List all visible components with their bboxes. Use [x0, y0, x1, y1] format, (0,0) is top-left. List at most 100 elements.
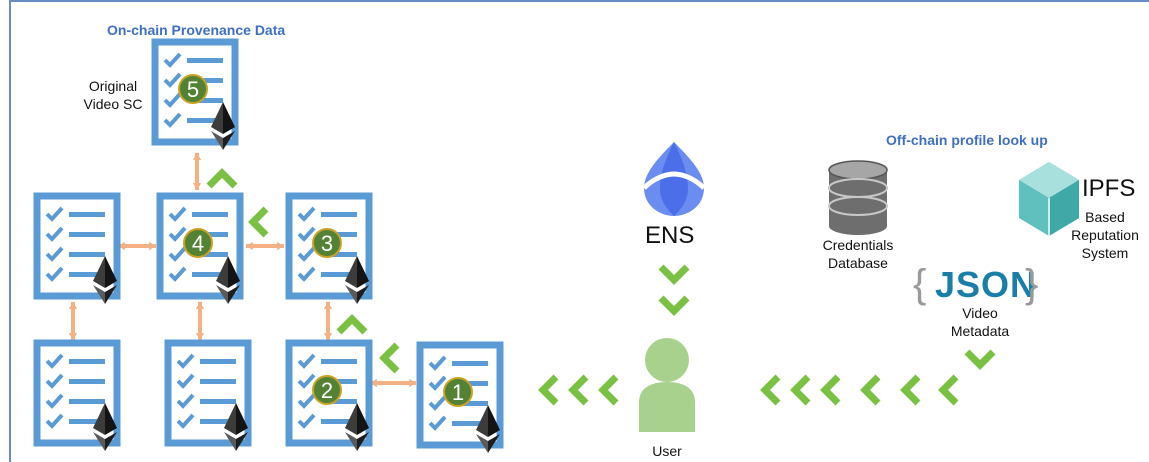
check-icon	[45, 393, 64, 409]
list-line	[187, 98, 223, 103]
chevron-icon	[964, 349, 996, 370]
offchain-heading: Off-chain profile look up	[886, 132, 1048, 148]
check-icon	[45, 413, 64, 429]
onchain-heading: On-chain Provenance Data	[107, 22, 286, 38]
chevron-icon	[336, 314, 368, 335]
list-line	[321, 272, 357, 277]
chevron-icon	[206, 168, 238, 189]
connector-arrow	[195, 302, 205, 340]
check-icon	[297, 246, 316, 262]
list-line	[192, 252, 228, 257]
check-icon	[45, 373, 64, 389]
badge-1: 1	[443, 377, 473, 407]
chevron-icon	[379, 342, 400, 374]
credentials-label: Credentials Database	[822, 237, 894, 271]
check-icon	[163, 92, 182, 108]
list-line	[192, 272, 228, 277]
list-line	[200, 419, 236, 424]
check-icon	[297, 206, 316, 222]
list-line	[200, 379, 236, 384]
smart-contract-sc1: 1	[416, 341, 504, 453]
list-line	[69, 212, 105, 217]
list-line	[187, 118, 223, 123]
smart-contract-group: 5 4 3 2 1	[33, 38, 504, 453]
list-line	[321, 419, 357, 424]
connector-arrow	[246, 241, 284, 251]
original-video-label: Original Video SC	[83, 78, 143, 112]
list-line	[69, 419, 105, 424]
badge-5: 5	[178, 74, 208, 104]
check-icon	[428, 395, 447, 411]
check-icon	[45, 353, 64, 369]
check-icon	[45, 226, 64, 242]
badge-4: 4	[183, 228, 213, 258]
check-icon	[168, 226, 187, 242]
check-icon	[176, 353, 195, 369]
smart-contract-sc2: 2	[285, 339, 373, 451]
check-icon	[168, 206, 187, 222]
smart-contract-sc4: 4	[156, 192, 244, 304]
check-icon	[163, 52, 182, 68]
chevron-icon	[658, 264, 690, 285]
list-line	[187, 58, 223, 63]
reputation-label: Based Reputation System	[1071, 209, 1139, 261]
json-close-brace: }	[1025, 262, 1039, 306]
connector-arrow	[68, 302, 78, 340]
check-icon	[163, 112, 182, 128]
check-icon	[176, 413, 195, 429]
check-icon	[163, 72, 182, 88]
check-icon	[297, 353, 316, 369]
badge-number: 1	[452, 380, 464, 405]
chevron-icon	[658, 295, 690, 316]
chevron-icon	[938, 374, 959, 406]
badge-number: 3	[321, 231, 333, 256]
list-line	[69, 379, 105, 384]
chevron-icon	[900, 374, 921, 406]
check-icon	[297, 266, 316, 282]
check-icon	[428, 355, 447, 371]
check-icon	[168, 266, 187, 282]
list-line	[200, 399, 236, 404]
smart-contract-sc-left-top	[33, 192, 121, 304]
list-line	[192, 212, 228, 217]
check-icon	[297, 226, 316, 242]
badge-number: 5	[187, 77, 199, 102]
connector-arrow	[192, 153, 202, 190]
list-line	[69, 232, 105, 237]
chevron-icon	[760, 374, 781, 406]
badge-3: 3	[312, 228, 342, 258]
check-icon	[176, 393, 195, 409]
list-line	[452, 361, 488, 366]
check-icon	[176, 373, 195, 389]
badge-2: 2	[312, 375, 342, 405]
badge-number: 4	[192, 231, 204, 256]
smart-contract-sc-mid-bottom	[164, 339, 252, 451]
list-line	[200, 359, 236, 364]
connector-arrow	[118, 241, 156, 251]
list-line	[69, 359, 105, 364]
check-icon	[168, 246, 187, 262]
chevron-icon	[248, 206, 269, 238]
list-line	[69, 272, 105, 277]
list-line	[321, 399, 357, 404]
chevron-icon	[598, 374, 619, 406]
chevron-icon	[790, 374, 811, 406]
check-icon	[428, 375, 447, 391]
smart-contract-sc-left-bottom	[33, 339, 121, 451]
check-icon	[45, 266, 64, 282]
check-icon	[45, 246, 64, 262]
ipfs-label: IPFS	[1082, 175, 1136, 202]
user-icon	[639, 338, 695, 432]
list-line	[452, 401, 488, 406]
chevron-icon	[568, 374, 589, 406]
video-metadata-label: Video Metadata	[950, 305, 1010, 339]
chevron-group	[206, 168, 996, 406]
smart-contract-sc5: 5	[151, 38, 239, 150]
check-icon	[428, 415, 447, 431]
chevron-icon	[538, 374, 559, 406]
json-label: JSON	[935, 264, 1038, 305]
ens-logo-icon	[642, 142, 706, 216]
database-icon	[828, 160, 888, 235]
ens-label: ENS	[645, 222, 695, 249]
